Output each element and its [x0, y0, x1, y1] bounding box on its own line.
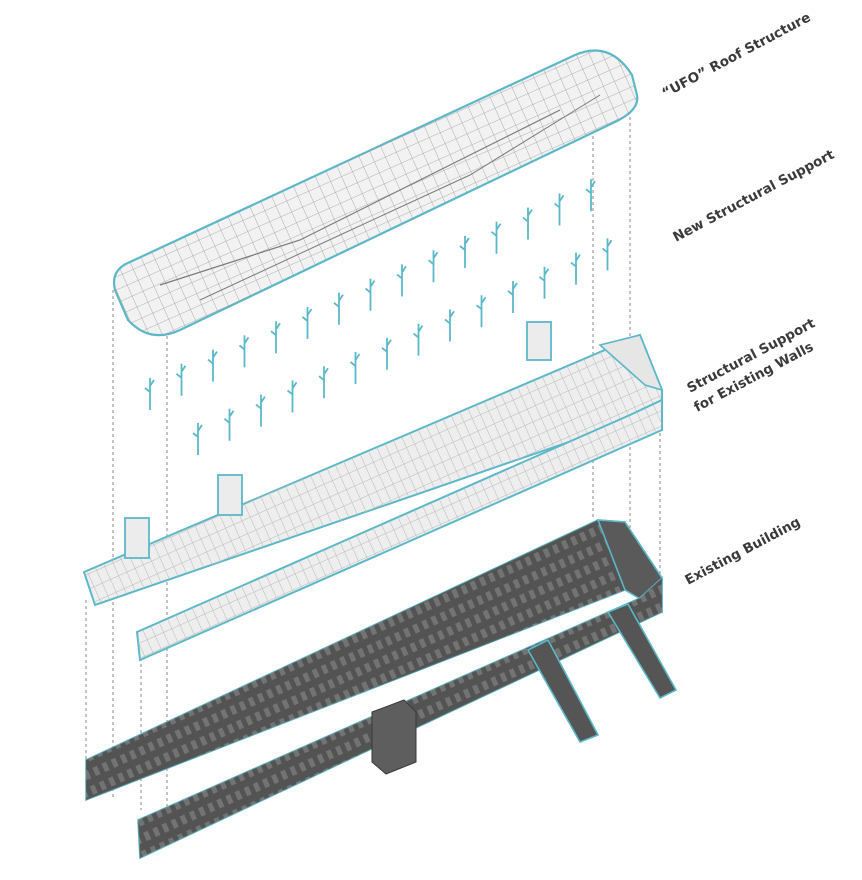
- label-new-structural-support: New Structural Support: [670, 147, 837, 246]
- support-column: [507, 281, 518, 313]
- support-column: [255, 394, 266, 427]
- support-column: [522, 207, 533, 240]
- support-column: [475, 295, 487, 328]
- support-column: [585, 179, 596, 212]
- support-column: [223, 408, 235, 441]
- support-column: [459, 236, 470, 268]
- support-column: [318, 366, 329, 399]
- support-column: [144, 378, 155, 410]
- support-column: [364, 278, 376, 311]
- support-column: [570, 252, 581, 285]
- support-column: [207, 349, 218, 382]
- support-column: [270, 321, 281, 354]
- support-column: [553, 193, 565, 226]
- support-column: [444, 309, 455, 342]
- label-existing-building: Existing Building: [682, 514, 803, 588]
- support-column: [333, 292, 344, 325]
- layer-labels: “UFO” Roof Structure New Structural Supp…: [659, 9, 837, 588]
- label-roof-structure: “UFO” Roof Structure: [659, 9, 813, 101]
- existing-building: [85, 519, 678, 860]
- support-column: [490, 221, 502, 254]
- support-column: [412, 323, 424, 356]
- wall-support-frames: [82, 321, 664, 662]
- new-structural-support-columns: [144, 179, 613, 455]
- support-column: [538, 266, 550, 299]
- support-column: [601, 238, 613, 271]
- support-column: [286, 380, 298, 413]
- support-column: [301, 307, 313, 339]
- support-column: [192, 423, 203, 455]
- support-column: [238, 335, 250, 368]
- support-column: [396, 264, 407, 297]
- support-column: [427, 250, 439, 283]
- support-column: [381, 337, 392, 370]
- support-column: [349, 352, 361, 384]
- support-column: [175, 363, 187, 396]
- ufo-roof-structure: [112, 49, 639, 337]
